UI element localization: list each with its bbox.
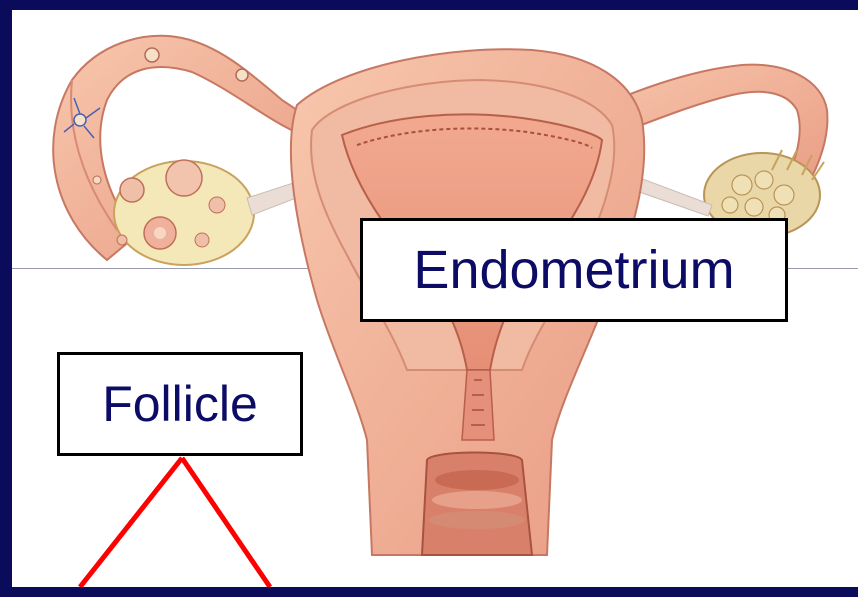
follicle-2: [166, 160, 202, 196]
slide-canvas: Endometrium Follicle: [12, 10, 858, 587]
endometrium-label-text: Endometrium: [413, 239, 734, 301]
follicle-pointer-line-right: [182, 458, 270, 587]
slide-frame-bottom: [0, 587, 858, 597]
egg-in-tube: [145, 48, 159, 62]
follicle-label: Follicle: [57, 352, 303, 456]
endometrium-label: Endometrium: [360, 218, 788, 322]
follicle-label-text: Follicle: [102, 375, 258, 433]
follicle-pointer-line-left: [80, 458, 182, 587]
